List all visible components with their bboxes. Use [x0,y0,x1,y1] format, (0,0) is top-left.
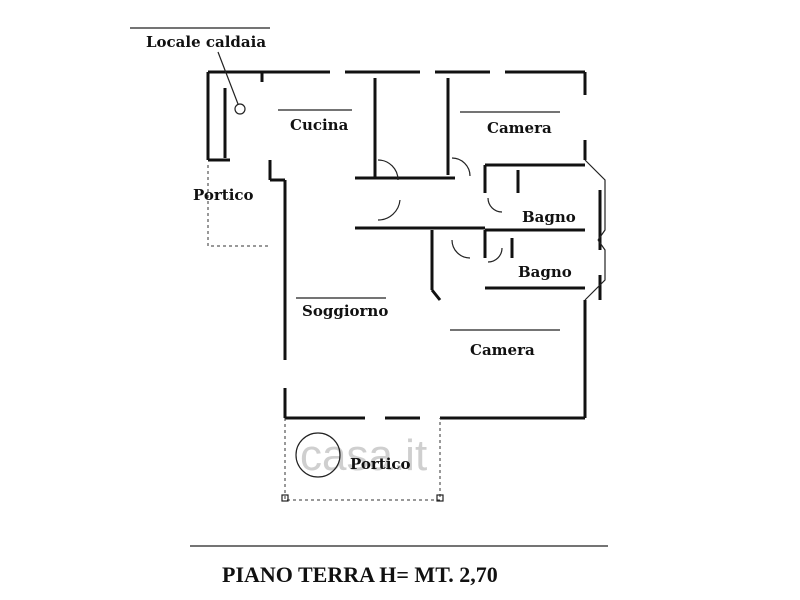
door-arc-3 [451,157,471,177]
watermark-text: casa.it [300,431,427,480]
label-camera-bottom: Camera [470,341,535,359]
boiler-icon [234,103,246,115]
outer-walls [262,70,602,420]
boiler-pointer-line [217,51,239,105]
plan-title: PIANO TERRA H= MT. 2,70 [222,562,498,587]
bay-window-1 [584,159,606,241]
door-arc-4 [451,239,471,259]
label-portico-bottom: Portico [350,455,411,473]
label-portico-left: Portico [193,186,254,204]
bay-window-2 [584,239,606,301]
label-camera-top: Camera [487,119,552,137]
door-arc-5 [487,197,503,213]
pillar-right [436,494,444,502]
interior-walls [355,78,585,301]
label-cucina: Cucina [290,116,349,134]
watermark-logo-icon [295,432,341,478]
door-arc-1 [377,159,399,181]
door-arc-6 [487,247,503,263]
door-arc-2 [377,199,401,221]
portico-left-outline [207,165,270,247]
label-bagno-2: Bagno [518,263,572,281]
portico-bottom-outline [284,418,441,501]
label-soggiorno: Soggiorno [302,302,388,320]
boiler-room-walls [206,70,264,162]
label-bagno-1: Bagno [522,208,576,226]
label-locale-caldaia: Locale caldaia [146,33,266,51]
pillar-left [281,494,289,502]
